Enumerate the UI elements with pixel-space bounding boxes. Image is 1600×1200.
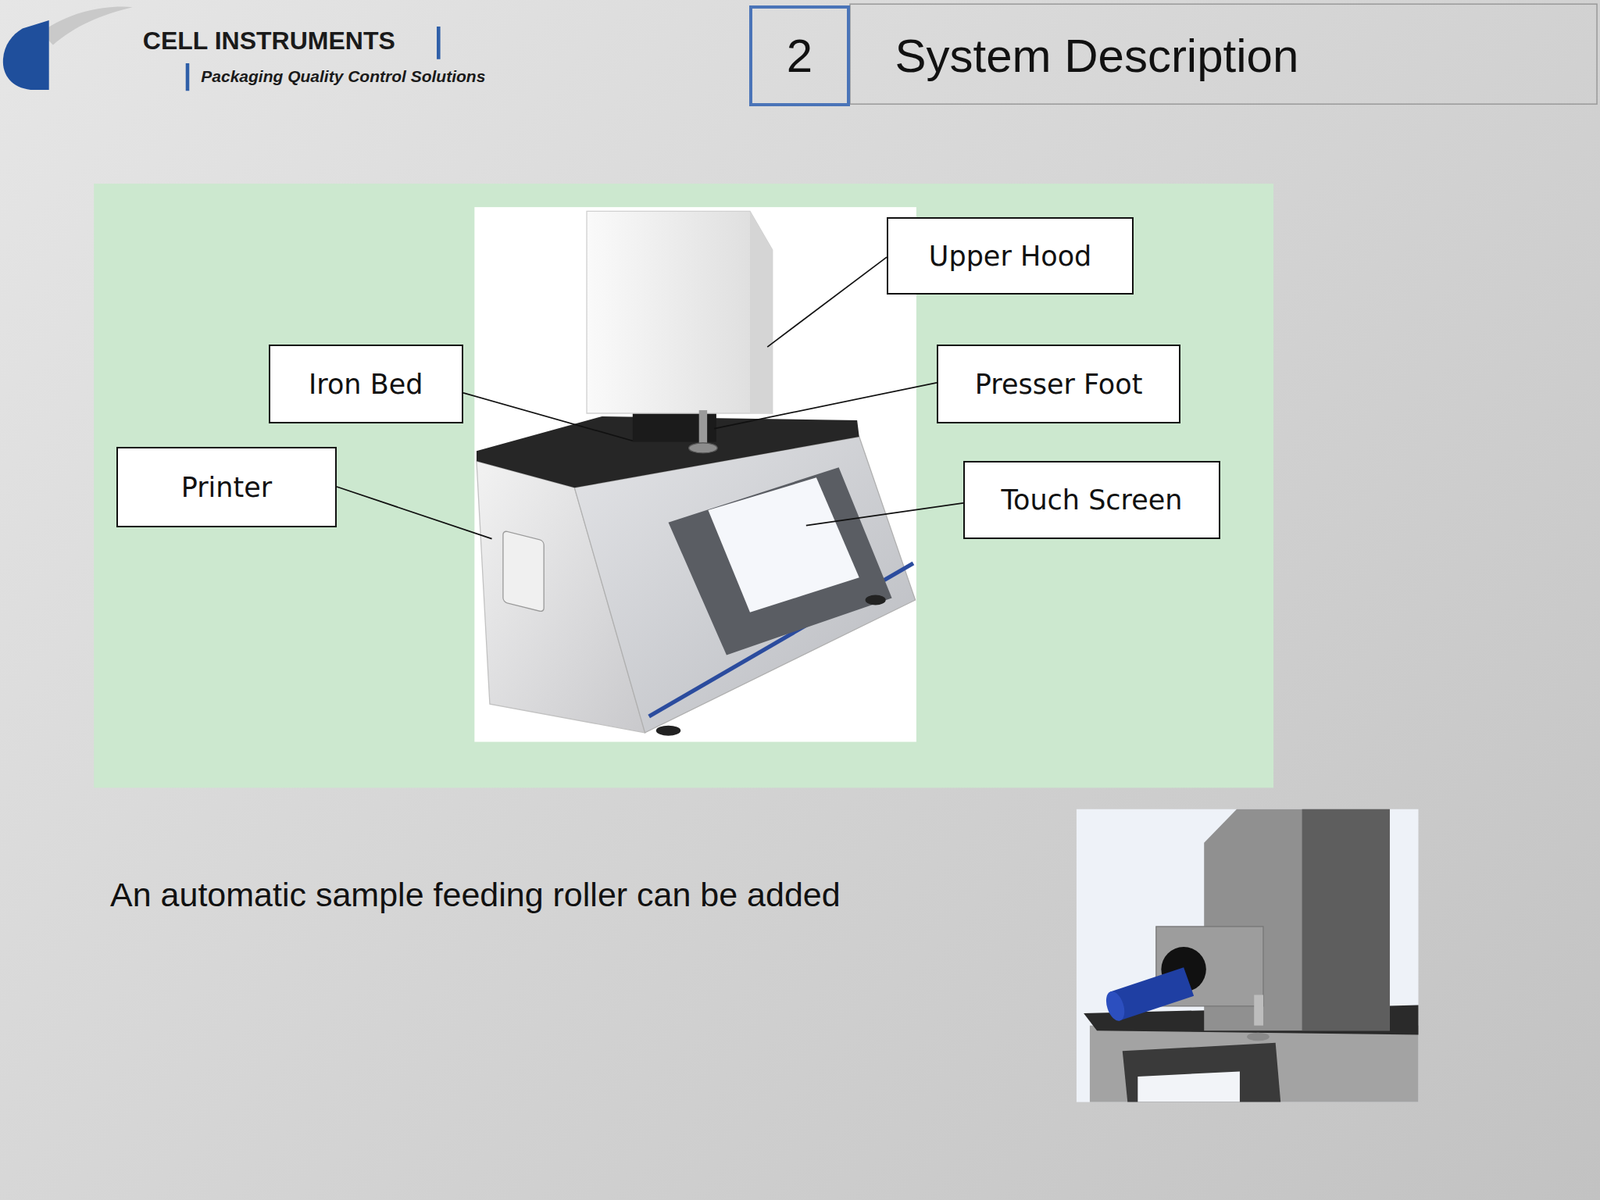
printer-unit: [503, 530, 544, 612]
render-presser-foot: [1246, 1032, 1270, 1041]
leader-line: [463, 392, 633, 441]
logo-bar: [185, 63, 190, 91]
presser-rod: [699, 410, 708, 443]
callout-label: Touch Screen: [963, 460, 1221, 539]
leader-line: [806, 503, 964, 526]
section-number: 2: [749, 5, 850, 107]
leader-line: [714, 382, 937, 429]
render-base: [1089, 1025, 1419, 1103]
leader-line: [336, 486, 493, 540]
note-text: An automatic sample feeding roller can b…: [110, 875, 841, 915]
roller-render: [1076, 809, 1419, 1103]
render-background: [1076, 809, 1419, 1103]
screen-bezel: [668, 467, 893, 655]
hood-side: [750, 210, 773, 414]
thickness-tester-illustration: [476, 210, 916, 736]
callout-label: Iron Bed: [268, 344, 464, 424]
figure-panel: [93, 183, 1274, 788]
render-screen: [1137, 1071, 1240, 1102]
logo-bar: [436, 26, 441, 60]
render-screen-bezel: [1122, 1042, 1281, 1103]
render-hood-side: [1302, 809, 1390, 1031]
callout-label: Presser Foot: [936, 344, 1181, 424]
logo-mark: [3, 20, 50, 90]
screen-display: [707, 477, 859, 612]
company-name: CELL INSTRUMENTS: [142, 26, 396, 56]
render-presser-rod: [1253, 994, 1264, 1025]
callout-label-text: Presser Foot: [975, 368, 1143, 400]
machine-foot: [865, 594, 886, 605]
roller-end: [1103, 989, 1129, 1024]
machine-foot: [656, 725, 681, 736]
slide-title: System Description: [894, 5, 1299, 107]
section-number-text: 2: [786, 28, 813, 83]
callout-label: Printer: [116, 446, 337, 528]
machine-front: [574, 436, 915, 733]
callout-label-text: Touch Screen: [1001, 484, 1183, 516]
leader-line: [767, 257, 887, 347]
callout-label: Upper Hood: [886, 217, 1134, 295]
logo-swoosh: [40, 7, 133, 46]
upper-hood: [586, 210, 773, 414]
callout-label-text: Upper Hood: [928, 240, 1092, 272]
callout-label-text: Printer: [181, 471, 272, 504]
company-tagline: Packaging Quality Control Solutions: [200, 67, 486, 86]
presser-foot-disk: [689, 442, 718, 454]
callout-label-text: Iron Bed: [308, 368, 423, 400]
photo-background: [474, 207, 917, 742]
